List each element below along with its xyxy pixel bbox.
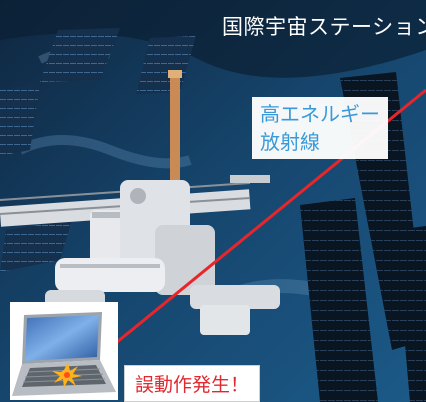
radiation-label-line1: 高エネルギー (260, 102, 380, 126)
spark-impact-icon (52, 362, 82, 388)
station-title: 国際宇宙ステーション (222, 15, 426, 39)
radiation-label: 高エネルギー 放射線 (252, 97, 388, 159)
malfunction-label: 誤動作発生！ (124, 365, 261, 402)
solar-array-left (0, 28, 196, 272)
laptop-inset (10, 302, 118, 400)
radiation-label-line2: 放射線 (260, 130, 320, 154)
